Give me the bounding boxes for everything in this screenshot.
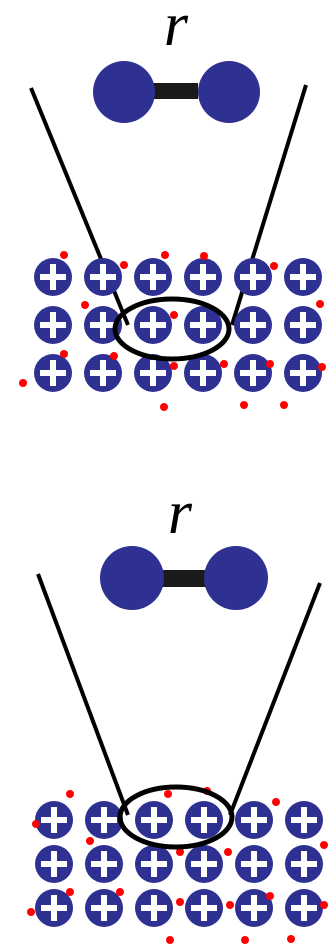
positive-ion-icon (285, 889, 323, 927)
electron-dot-icon (320, 901, 328, 909)
electron-dot-icon (170, 362, 178, 370)
electron-dot-icon (280, 401, 288, 409)
positive-ion-icon (185, 845, 223, 883)
tip-line-left (36, 573, 130, 816)
electron-dot-icon (166, 936, 174, 944)
positive-ion-icon (285, 801, 323, 839)
molecule-atom-right (204, 546, 268, 610)
panel-bottom: r (27, 479, 328, 944)
electron-dot-icon (226, 901, 234, 909)
electron-dot-icon (200, 252, 208, 260)
positive-ion-icon (85, 845, 123, 883)
electron-dot-icon (224, 848, 232, 856)
positive-ion-icon (285, 845, 323, 883)
positive-ion-icon (235, 889, 273, 927)
panel-top: r (19, 0, 326, 411)
electron-dot-icon (240, 401, 248, 409)
tip-line-right (228, 582, 322, 816)
electron-dot-icon (161, 251, 169, 259)
electron-dot-icon (316, 300, 324, 308)
electron-dot-icon (176, 848, 184, 856)
diatomic-molecule-icon (100, 546, 268, 610)
positive-ion-icon (34, 258, 72, 296)
electron-cloud-bottom (27, 787, 328, 944)
molecule-bond (150, 570, 210, 587)
contact-region-ellipse (117, 784, 235, 850)
positive-ion-icon (84, 354, 122, 392)
positive-ion-icon (235, 845, 273, 883)
electron-dot-icon (266, 892, 274, 900)
positive-ion-icon (135, 889, 173, 927)
electron-dot-icon (66, 790, 74, 798)
ion-lattice-top (34, 258, 322, 392)
molecule-atom-right (198, 61, 260, 123)
positive-ion-icon (85, 889, 123, 927)
positive-ion-icon (284, 354, 322, 392)
positive-ion-icon (35, 801, 73, 839)
electron-dot-icon (266, 360, 274, 368)
distance-label-r: r (168, 479, 193, 547)
electron-cloud-top (19, 251, 326, 411)
electron-dot-icon (60, 251, 68, 259)
electron-dot-icon (320, 841, 328, 849)
molecule-atom-left (93, 61, 155, 123)
electron-dot-icon (110, 352, 118, 360)
electron-dot-icon (81, 301, 89, 309)
positive-ion-icon (234, 354, 272, 392)
electron-dot-icon (272, 798, 280, 806)
electron-dot-icon (176, 898, 184, 906)
electron-dot-icon (116, 888, 124, 896)
positive-ion-icon (235, 801, 273, 839)
electron-dot-icon (318, 363, 326, 371)
electron-dot-icon (170, 311, 178, 319)
positive-ion-icon (135, 801, 173, 839)
positive-ion-icon (135, 845, 173, 883)
electron-dot-icon (287, 935, 295, 943)
positive-ion-icon (284, 306, 322, 344)
electron-dot-icon (19, 379, 27, 387)
electron-dot-icon (66, 888, 74, 896)
diatomic-molecule-icon (93, 61, 260, 123)
positive-ion-icon (134, 258, 172, 296)
electron-dot-icon (270, 262, 278, 270)
electron-dot-icon (27, 908, 35, 916)
electron-dot-icon (220, 360, 228, 368)
positive-ion-icon (35, 889, 73, 927)
positive-ion-icon (34, 306, 72, 344)
positive-ion-icon (85, 801, 123, 839)
electron-dot-icon (32, 820, 40, 828)
electron-dot-icon (160, 403, 168, 411)
electron-dot-icon (86, 837, 94, 845)
positive-ion-icon (134, 354, 172, 392)
positive-ion-icon (185, 801, 223, 839)
ion-lattice-bottom (35, 801, 323, 927)
positive-ion-icon (234, 258, 272, 296)
positive-ion-icon (234, 306, 272, 344)
positive-ion-icon (284, 258, 322, 296)
positive-ion-icon (184, 354, 222, 392)
positive-ion-icon (184, 258, 222, 296)
positive-ion-icon (84, 306, 122, 344)
electron-dot-icon (241, 936, 249, 944)
positive-ion-icon (134, 306, 172, 344)
positive-ion-icon (84, 258, 122, 296)
electron-dot-icon (164, 790, 172, 798)
molecule-atom-left (100, 546, 164, 610)
positive-ion-icon (185, 889, 223, 927)
positive-ion-icon (34, 354, 72, 392)
contact-region-ellipse (112, 296, 232, 362)
positive-ion-icon (35, 845, 73, 883)
positive-ion-icon (184, 306, 222, 344)
electron-dot-icon (60, 350, 68, 358)
distance-label-r: r (164, 0, 189, 59)
electron-dot-icon (120, 261, 128, 269)
